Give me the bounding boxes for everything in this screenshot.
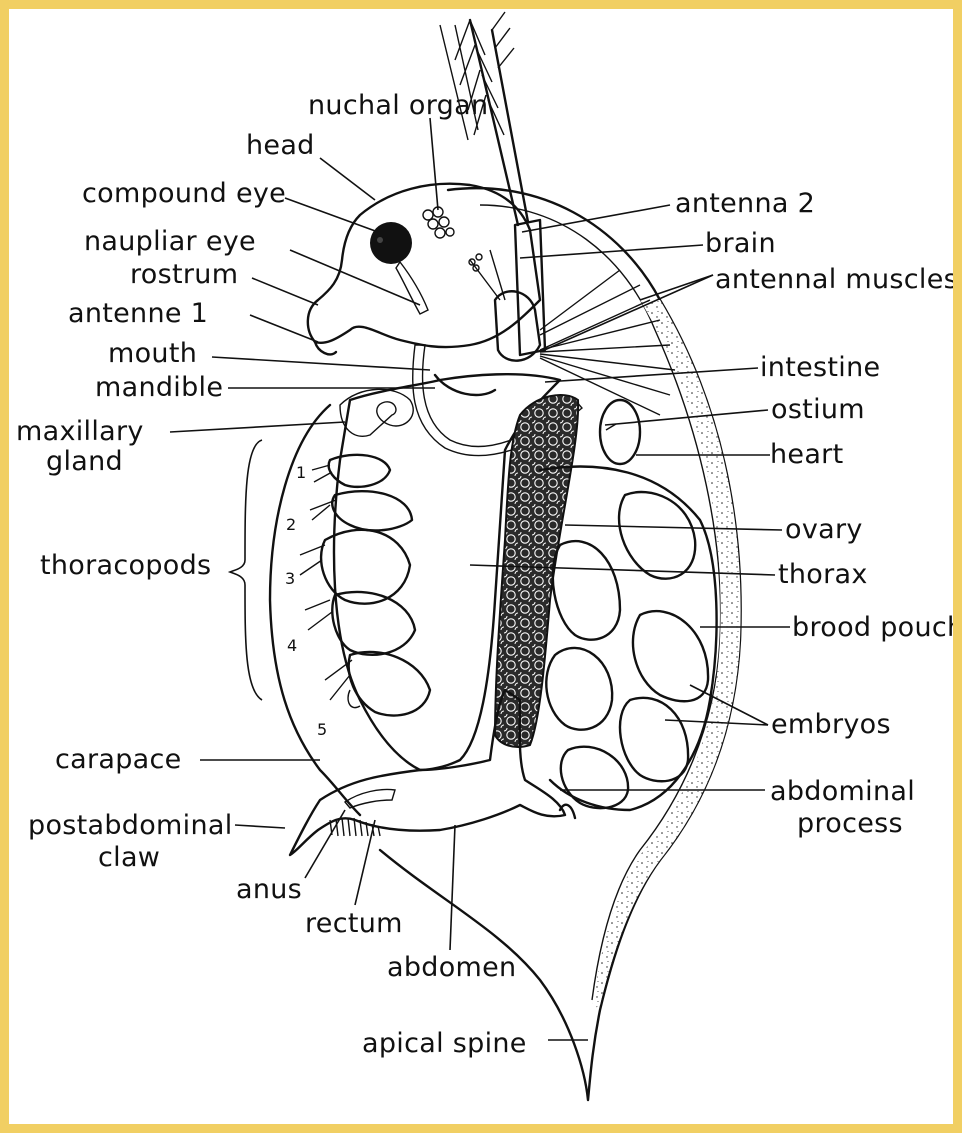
compound-eye-shape [370, 222, 412, 264]
label-mouth: mouth [108, 338, 197, 369]
label-ovary: ovary [785, 514, 863, 545]
label-rectum: rectum [305, 908, 403, 939]
labels: nuchal organ head compound eye naupliar … [16, 90, 953, 1059]
daphnia-diagram: 1 2 3 4 5 nuchal organ head compound eye… [9, 9, 953, 1124]
label-head: head [246, 130, 315, 161]
label-embryos: embryos [771, 709, 891, 740]
embryos-group [546, 492, 708, 808]
carapace-ventral-outline [270, 405, 360, 815]
thoracopod-number-5: 5 [317, 720, 327, 739]
thoracopod-numbers: 1 2 3 4 5 [285, 463, 327, 739]
label-maxillary-gland-line1: maxillary [16, 416, 144, 447]
label-anus: anus [236, 874, 302, 905]
maxillary-gland-shape [340, 389, 413, 436]
thoracopod-number-3: 3 [285, 569, 295, 588]
diagram-frame: 1 2 3 4 5 nuchal organ head compound eye… [9, 9, 953, 1124]
label-antennal-muscles: antennal muscles [715, 264, 953, 295]
label-postabdominal-claw-line1: postabdominal [28, 810, 233, 841]
thoracopod-number-4: 4 [287, 636, 297, 655]
heart-shape [600, 400, 640, 464]
eye-muscle [396, 262, 428, 314]
label-abdomen: abdomen [387, 952, 516, 983]
label-compound-eye: compound eye [82, 178, 286, 209]
label-brain: brain [705, 228, 776, 259]
label-carapace: carapace [55, 744, 182, 775]
label-maxillary-gland-line2: gland [46, 446, 123, 477]
label-intestine: intestine [760, 352, 880, 383]
thoracopod-number-1: 1 [296, 463, 306, 482]
label-postabdominal-claw-line2: claw [98, 842, 160, 873]
label-apical-spine: apical spine [362, 1028, 527, 1059]
label-abdominal-process-line1: abdominal [770, 776, 915, 807]
label-thoracopods: thoracopods [40, 550, 211, 581]
label-mandible: mandible [95, 372, 223, 403]
nuchal-organ-cells [423, 207, 482, 271]
label-brood-pouch: brood pouch [792, 612, 953, 643]
mandible-shape [435, 375, 495, 395]
label-antenna-2: antenna 2 [675, 188, 815, 219]
head-outline [308, 184, 540, 347]
label-naupliar-eye: naupliar eye [84, 226, 256, 257]
thoracopod-number-2: 2 [286, 515, 296, 534]
label-nuchal-organ: nuchal organ [308, 90, 488, 121]
label-ostium: ostium [771, 394, 865, 425]
label-heart: heart [770, 439, 843, 470]
label-rostrum: rostrum [130, 259, 238, 290]
label-abdominal-process-line2: process [797, 808, 903, 839]
thoracopod-limbs [300, 455, 430, 716]
label-thorax: thorax [778, 559, 868, 590]
label-antenne-1: antenne 1 [68, 298, 208, 329]
